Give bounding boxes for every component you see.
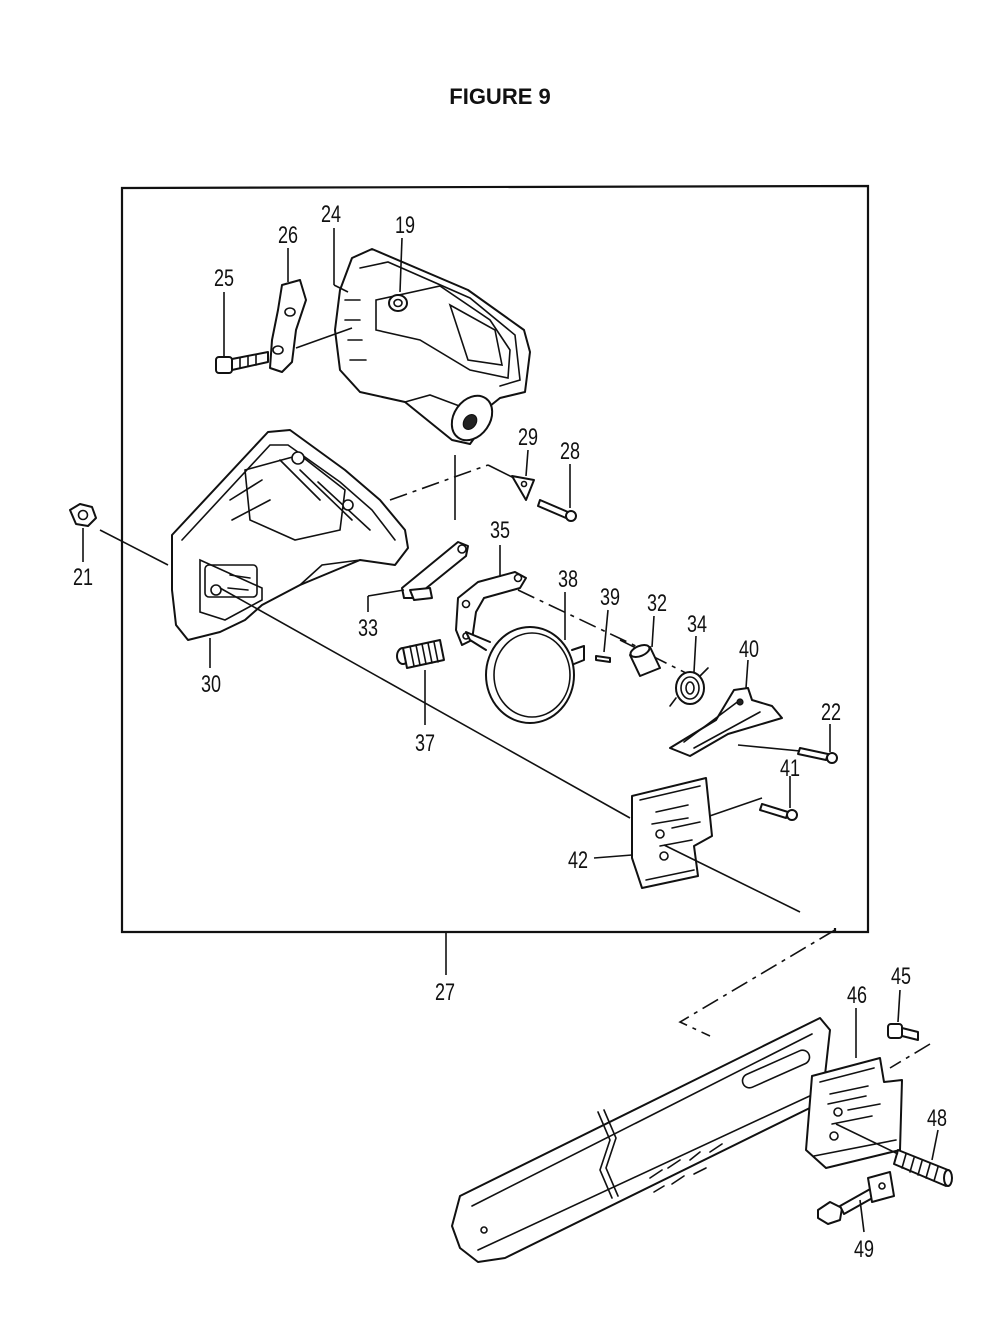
leader-29	[525, 449, 529, 477]
callout-37: 37	[415, 731, 435, 757]
leader-33	[367, 589, 405, 597]
plate-screw-45	[887, 1023, 919, 1041]
lever-bracket	[669, 687, 783, 757]
outer-plate	[631, 777, 713, 889]
brake-band	[465, 626, 585, 724]
bracket-screw	[215, 351, 269, 374]
callout-48: 48	[927, 1106, 947, 1132]
callout-40: 40	[739, 637, 759, 663]
callout-22: 22	[821, 700, 841, 726]
leader-24b	[333, 284, 349, 293]
screw22-axis	[737, 744, 801, 752]
callout-45: 45	[891, 964, 911, 990]
assembly-box	[120, 184, 870, 934]
tensioner-bolt	[817, 1171, 895, 1225]
callout-26: 26	[278, 223, 298, 249]
brake-housing	[171, 429, 409, 641]
callout-32: 32	[647, 591, 667, 617]
callout-30: 30	[201, 672, 221, 698]
bracket-link	[295, 327, 353, 349]
sprocket-cover	[334, 248, 531, 445]
callout-19: 19	[395, 213, 415, 239]
stud-axis	[835, 1123, 899, 1155]
brake-lever	[455, 571, 527, 646]
guide-bar	[451, 1017, 831, 1263]
coil-spring	[669, 667, 709, 707]
callout-33: 33	[358, 616, 378, 642]
figure-title: FIGURE 9	[449, 84, 551, 109]
callout-39: 39	[600, 585, 620, 611]
callout-46: 46	[847, 983, 867, 1009]
leader-48	[931, 1129, 939, 1161]
bracket-screw-22	[797, 747, 838, 764]
callout-38: 38	[558, 567, 578, 593]
nut-to-housing	[99, 529, 169, 566]
callout-29: 29	[518, 425, 538, 451]
leader-19	[399, 237, 403, 293]
cover-bracket	[269, 279, 307, 373]
bar-stud	[893, 1149, 953, 1187]
leader-49	[859, 1199, 865, 1233]
link-plate	[511, 475, 535, 501]
callout-28: 28	[560, 439, 580, 465]
axis-bar	[678, 929, 836, 1037]
brake-spring	[396, 639, 445, 669]
cover-nut	[388, 294, 408, 312]
inner-plate	[805, 1057, 903, 1169]
leader-42	[593, 854, 633, 859]
axis-cover-top	[389, 464, 489, 501]
brake-pin	[595, 655, 611, 663]
callout-21: 21	[73, 565, 93, 591]
callout-24: 24	[321, 202, 341, 228]
callout-49: 49	[854, 1237, 874, 1263]
bar-nut	[69, 503, 97, 527]
leader-45	[897, 989, 901, 1023]
callout-41: 41	[780, 756, 800, 782]
callout-34: 34	[687, 612, 707, 638]
callout-35: 35	[490, 518, 510, 544]
plate42-axis	[663, 844, 801, 913]
axis-brake-pin	[517, 589, 641, 649]
leader-40	[745, 659, 749, 689]
callout-27: 27	[435, 980, 455, 1006]
leader-32	[651, 615, 655, 648]
collar	[629, 644, 661, 677]
plate-screw	[537, 499, 577, 522]
axis-45	[889, 1043, 931, 1069]
callout-42: 42	[568, 848, 588, 874]
plate-screw-41	[759, 803, 798, 821]
leader-34	[693, 635, 697, 673]
callout-25: 25	[214, 266, 234, 292]
leader-39	[603, 609, 609, 653]
brake-link	[401, 541, 469, 601]
